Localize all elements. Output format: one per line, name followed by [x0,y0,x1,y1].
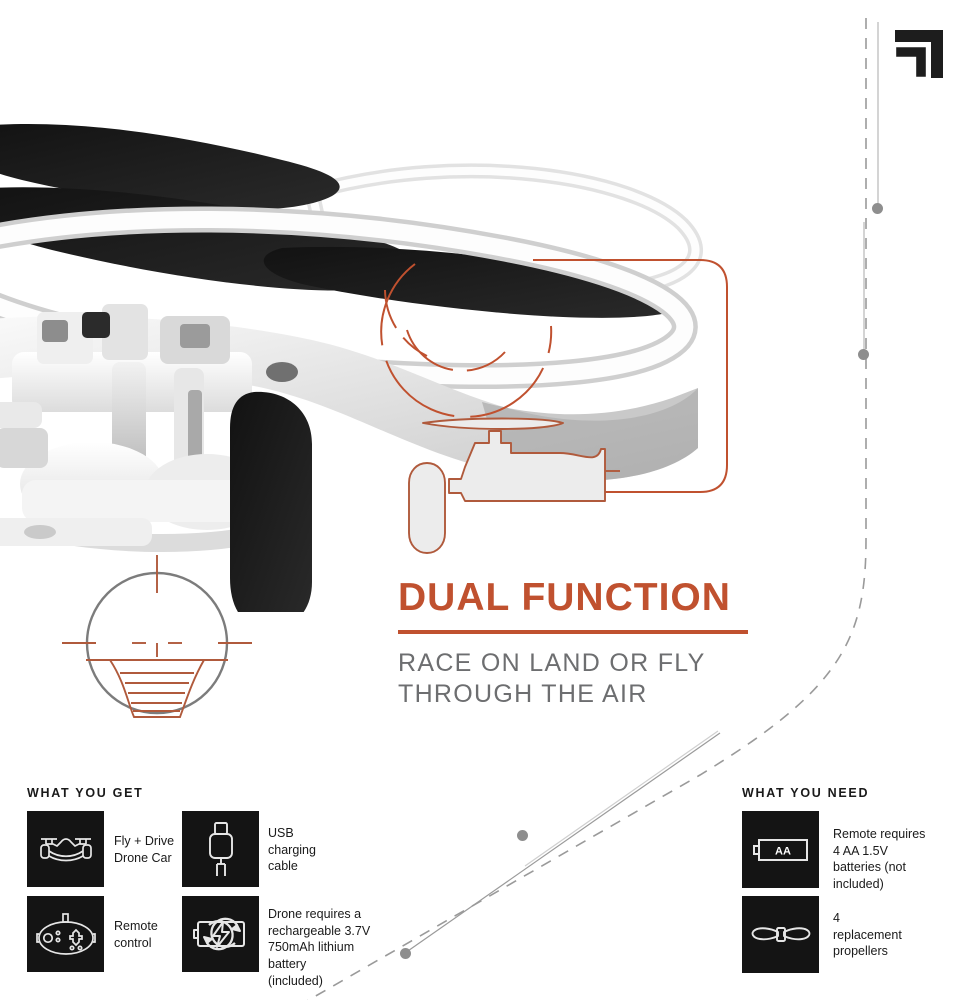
drone-product-photo [0,123,703,612]
title-underline [398,630,748,634]
remote-control-icon [35,913,96,955]
corner-chevron-logo-icon [893,30,943,80]
what-you-need-heading: WHAT YOU NEED [742,786,870,800]
guide-dot [858,349,869,360]
remote-control-tile [27,896,104,972]
usb-cable-icon [208,822,233,876]
rechargeable-battery-tile [182,896,259,972]
page-subtitle: RACE ON LAND OR FLY THROUGH THE AIR [398,649,706,708]
guide-dot [517,830,528,841]
remote-control-label: Remote control [114,919,158,950]
drone-car-label: Fly + Drive Drone Car [114,834,175,865]
drone-car-icon [39,838,92,862]
aa-battery-icon: AA [752,838,808,861]
attitude-indicator-icon [62,555,252,718]
usb-cable-tile [182,811,259,887]
headline-block: DUAL FUNCTION RACE ON LAND OR FLY THROUG… [398,578,798,710]
usb-cable-label: USB charging cable [268,826,316,874]
what-you-get-heading: WHAT YOU GET [27,786,144,800]
guide-dot [872,203,883,214]
propeller-icon [751,926,810,942]
aa-battery-label: Remote requires 4 AA 1.5V batteries (not… [833,827,926,891]
propeller-tile [742,896,819,973]
aa-battery-tile: AA [742,811,819,888]
page-title: DUAL FUNCTION [398,576,731,619]
propeller-label: 4 replacement propellers [833,911,902,959]
guide-dot [400,948,411,959]
aa-battery-badge: AA [775,845,791,857]
orange-connector-path [380,259,728,493]
rechargeable-battery-label: Drone requires a rechargeable 3.7V 750mA… [268,907,371,988]
drone-car-tile [27,811,104,887]
rechargeable-battery-icon [192,917,245,951]
helicopter-side-profile-icon [408,417,620,554]
